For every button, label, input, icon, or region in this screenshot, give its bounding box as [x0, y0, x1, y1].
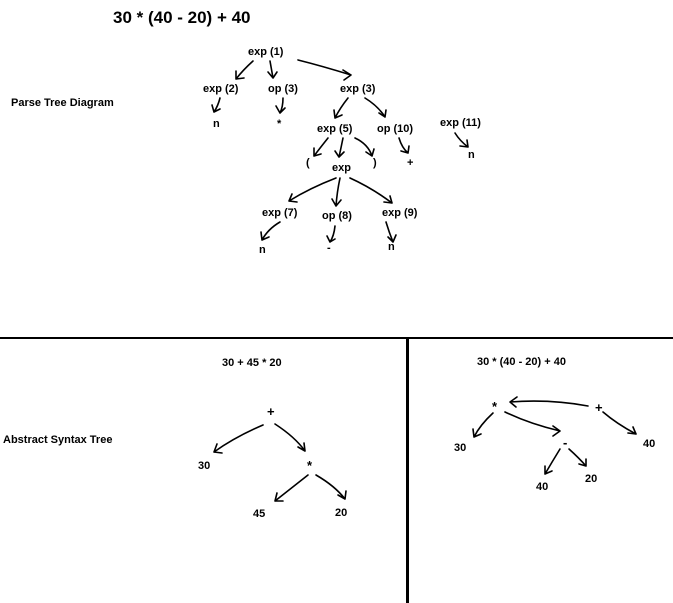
node-exp-2: exp (2): [203, 83, 239, 95]
parse-tree-expression: 30 * (40 - 20) + 40: [113, 8, 251, 27]
ast-left-45: 45: [253, 508, 266, 520]
ast-right-star: *: [492, 399, 498, 414]
ast-right-30: 30: [454, 442, 467, 454]
node-exp-1: exp (1): [248, 46, 284, 58]
arrow-exp11-n: [454, 132, 469, 148]
arrow-op10-plus: [398, 137, 410, 154]
arrow-exp-op8: [331, 177, 342, 207]
ast-right-minus: -: [563, 435, 568, 450]
arrow-exp1-op3: [267, 60, 278, 79]
node-exp-7: exp (7): [262, 207, 298, 219]
leaf-plus-op-10: +: [407, 157, 414, 169]
leaf-n-exp-9: n: [388, 241, 395, 253]
leaf-n-exp-7: n: [259, 244, 266, 256]
node-op-10: op (10): [377, 123, 414, 135]
node-op-8: op (8): [322, 210, 352, 222]
node-exp-5: exp (5): [317, 123, 353, 135]
ast-right-40: 40: [536, 481, 549, 493]
ast-right-40-top: 40: [643, 438, 656, 450]
node-exp-9: exp (9): [382, 207, 418, 219]
arrow-exp-exp9: [349, 177, 393, 204]
arrow-plus-40: [602, 411, 637, 435]
arrow-star-minus: [504, 411, 561, 437]
arrow-exp2-n: [211, 97, 221, 113]
vertical-divider: [406, 339, 409, 603]
ast-left-plus: +: [267, 404, 275, 419]
arrow-exp3-exp5: [333, 97, 349, 119]
arrow-plus-star: [274, 423, 306, 452]
ast-left-star: *: [307, 458, 313, 473]
node-exp-3: exp (3): [340, 83, 376, 95]
ast-label: Abstract Syntax Tree: [3, 434, 113, 446]
arrow-minus-40: [544, 448, 561, 475]
ast-right-plus: +: [595, 400, 603, 415]
arrow-op8-minus: [326, 225, 336, 243]
arrow-exp3-op10: [364, 97, 387, 118]
node-exp-inner: exp: [332, 162, 351, 174]
node-exp-11: exp (11): [440, 117, 481, 129]
arrow-minus-20: [568, 448, 587, 467]
leaf-minus-op-8: -: [327, 242, 331, 254]
arrow-plus-star: [509, 396, 589, 408]
node-op-3: op (3): [268, 83, 298, 95]
arrow-exp5-rparen: [354, 137, 375, 157]
arrow-exp1-exp3: [297, 59, 352, 81]
arrow-plus-30: [213, 424, 264, 454]
ast-right-20: 20: [585, 473, 598, 485]
arrow-exp1-exp2: [235, 60, 254, 80]
arrow-exp5-lparen: [313, 137, 329, 157]
arrow-exp7-n: [260, 221, 281, 241]
ast-left-30: 30: [198, 460, 211, 472]
arrow-exp9-n: [385, 221, 397, 243]
arrow-exp5-exp: [334, 137, 345, 158]
ast-left-arrows: [213, 423, 347, 502]
ast-left-expression: 30 + 45 * 20: [222, 357, 282, 369]
leaf-n-exp-2: n: [213, 118, 220, 130]
ast-right-arrows: [472, 396, 637, 475]
arrow-star-45: [274, 474, 309, 502]
leaf-star-op-3: *: [277, 118, 282, 130]
arrow-star-30: [472, 412, 494, 438]
parse-tree-label: Parse Tree Diagram: [11, 97, 114, 109]
leaf-n-exp-11: n: [468, 149, 475, 161]
horizontal-divider: [0, 337, 673, 339]
leaf-left-paren: (: [306, 157, 310, 169]
leaf-right-paren: ): [373, 157, 377, 169]
ast-left-20: 20: [335, 507, 348, 519]
arrow-star-20: [315, 474, 347, 500]
arrow-op3-star: [275, 97, 286, 114]
ast-right-expression: 30 * (40 - 20) + 40: [477, 356, 566, 368]
arrow-exp-exp7: [288, 177, 337, 203]
